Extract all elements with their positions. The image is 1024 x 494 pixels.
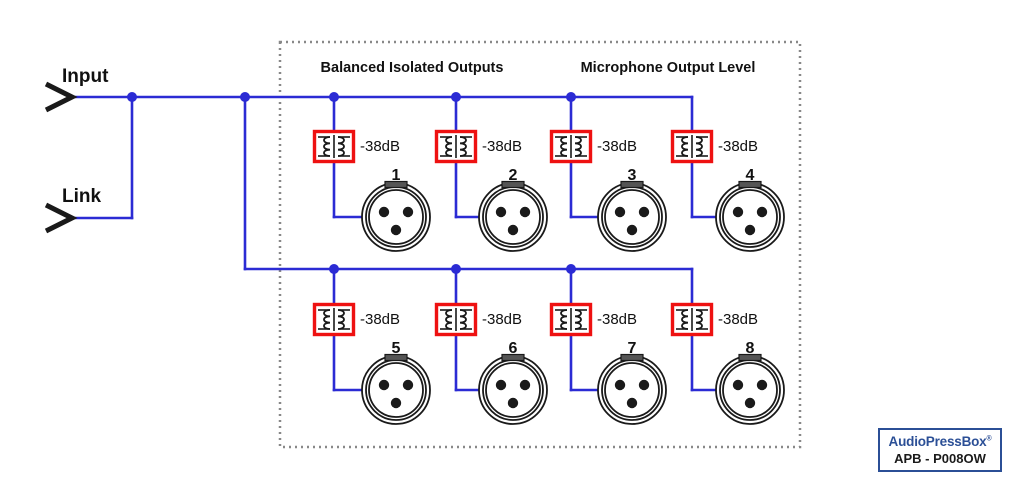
xlr-connector-4 [715, 180, 785, 252]
input-terminal-arrow-icon [44, 81, 78, 113]
transformer-channel-2 [434, 129, 478, 164]
logo-brand-text: AudioPressBox® [880, 434, 1000, 450]
section-heading-1: Balanced Isolated Outputs [321, 60, 504, 76]
xlr-5-pin-3 [390, 397, 402, 409]
xlr-connector-5 [361, 353, 431, 425]
xlr-5-pin-1 [378, 379, 390, 391]
transformer-channel-4 [670, 129, 714, 164]
transformer-channel-1 [312, 129, 356, 164]
gain-label-channel-1: -38dB [360, 138, 400, 155]
transformer-channel-8 [670, 302, 714, 337]
xlr-2-pin-1 [495, 206, 507, 218]
channel-number-1: 1 [392, 167, 401, 184]
logo-brand-name: AudioPressBox [888, 434, 987, 449]
logo-model-text: APB - P008OW [894, 450, 986, 466]
xlr-7-pin-1 [614, 379, 626, 391]
trademark-icon: ® [986, 435, 992, 443]
xlr-1-pin-3 [390, 224, 402, 236]
bottom-bus-junction-2 [451, 264, 461, 274]
xlr-6-pin-2 [519, 379, 531, 391]
channel-number-4: 4 [746, 167, 755, 184]
xlr-6-pin-3 [507, 397, 519, 409]
xlr-7-pin-2 [638, 379, 650, 391]
xlr-3-pin-3 [626, 224, 638, 236]
link-terminal-arrow-icon [44, 202, 78, 234]
xlr-connectors [361, 180, 785, 425]
top-bus-junction-2 [240, 92, 250, 102]
transformer-channel-3 [549, 129, 593, 164]
top-bus-junction-4 [451, 92, 461, 102]
xlr-connector-8 [715, 353, 785, 425]
enclosure-outline [278, 40, 802, 449]
xlr-7-pin-3 [626, 397, 638, 409]
gain-label-channel-3: -38dB [597, 138, 637, 155]
product-logo: AudioPressBox® APB - P008OW [878, 428, 1002, 472]
gain-label-channel-4: -38dB [718, 138, 758, 155]
xlr-connector-7 [597, 353, 667, 425]
gain-label-channel-8: -38dB [718, 311, 758, 328]
xlr-5-pin-2 [402, 379, 414, 391]
input-terminals [44, 81, 78, 234]
transformer-channel-6 [434, 302, 478, 337]
channel-number-8: 8 [746, 340, 755, 357]
xlr-2-pin-2 [519, 206, 531, 218]
isolation-transformers [312, 129, 714, 337]
gain-label-channel-5: -38dB [360, 311, 400, 328]
xlr-8-pin-1 [732, 379, 744, 391]
xlr-1-pin-1 [378, 206, 390, 218]
bottom-bus-junction-1 [329, 264, 339, 274]
diagram-labels: Balanced Isolated Outputs Microphone Outp… [62, 60, 758, 357]
gain-label-channel-7: -38dB [597, 311, 637, 328]
gain-label-channel-2: -38dB [482, 138, 522, 155]
channel-number-7: 7 [628, 340, 637, 357]
enclosure-boundary [278, 40, 802, 449]
link-terminal-label: Link [62, 186, 101, 207]
input-terminal-label: Input [62, 66, 109, 87]
xlr-connector-6 [478, 353, 548, 425]
xlr-1-pin-2 [402, 206, 414, 218]
top-bus-junction-5 [566, 92, 576, 102]
channel-number-2: 2 [509, 167, 518, 184]
xlr-connector-2 [478, 180, 548, 252]
top-bus-junction-3 [329, 92, 339, 102]
transformer-channel-5 [312, 302, 356, 337]
xlr-4-pin-2 [756, 206, 768, 218]
channel-number-6: 6 [509, 340, 518, 357]
xlr-3-pin-1 [614, 206, 626, 218]
junction-dots [127, 92, 576, 274]
xlr-connector-1 [361, 180, 431, 252]
xlr-8-pin-3 [744, 397, 756, 409]
xlr-connector-3 [597, 180, 667, 252]
xlr-4-pin-3 [744, 224, 756, 236]
xlr-3-pin-2 [638, 206, 650, 218]
bottom-bus-junction-3 [566, 264, 576, 274]
transformer-channel-7 [549, 302, 593, 337]
xlr-2-pin-3 [507, 224, 519, 236]
xlr-4-pin-1 [732, 206, 744, 218]
channel-number-3: 3 [628, 167, 637, 184]
section-heading-2: Microphone Output Level [581, 60, 756, 76]
xlr-8-pin-2 [756, 379, 768, 391]
xlr-6-pin-1 [495, 379, 507, 391]
gain-label-channel-6: -38dB [482, 311, 522, 328]
top-bus-junction-1 [127, 92, 137, 102]
channel-number-5: 5 [392, 340, 401, 357]
